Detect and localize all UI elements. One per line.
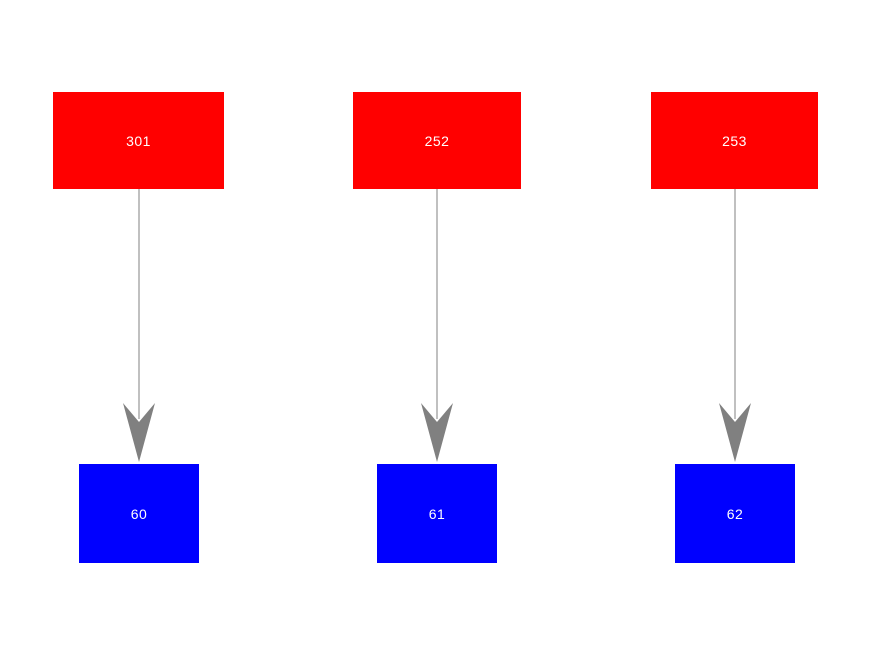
down-arrow	[719, 189, 751, 462]
source-node-label: 252	[424, 132, 450, 149]
target-node-label: 60	[130, 505, 148, 522]
source-node: 252	[353, 92, 521, 189]
target-node: 60	[79, 464, 199, 563]
target-node-label: 62	[726, 505, 744, 522]
target-node-label: 61	[428, 505, 446, 522]
target-node: 61	[377, 464, 497, 563]
arrowhead-icon	[719, 403, 751, 462]
arrowhead-icon	[421, 403, 453, 462]
arrowhead-icon	[123, 403, 155, 462]
source-node: 253	[651, 92, 818, 189]
source-node: 301	[53, 92, 224, 189]
target-node: 62	[675, 464, 795, 563]
down-arrow	[123, 189, 155, 462]
down-arrow	[421, 189, 453, 462]
source-node-label: 253	[722, 132, 747, 149]
source-node-label: 301	[126, 132, 151, 149]
